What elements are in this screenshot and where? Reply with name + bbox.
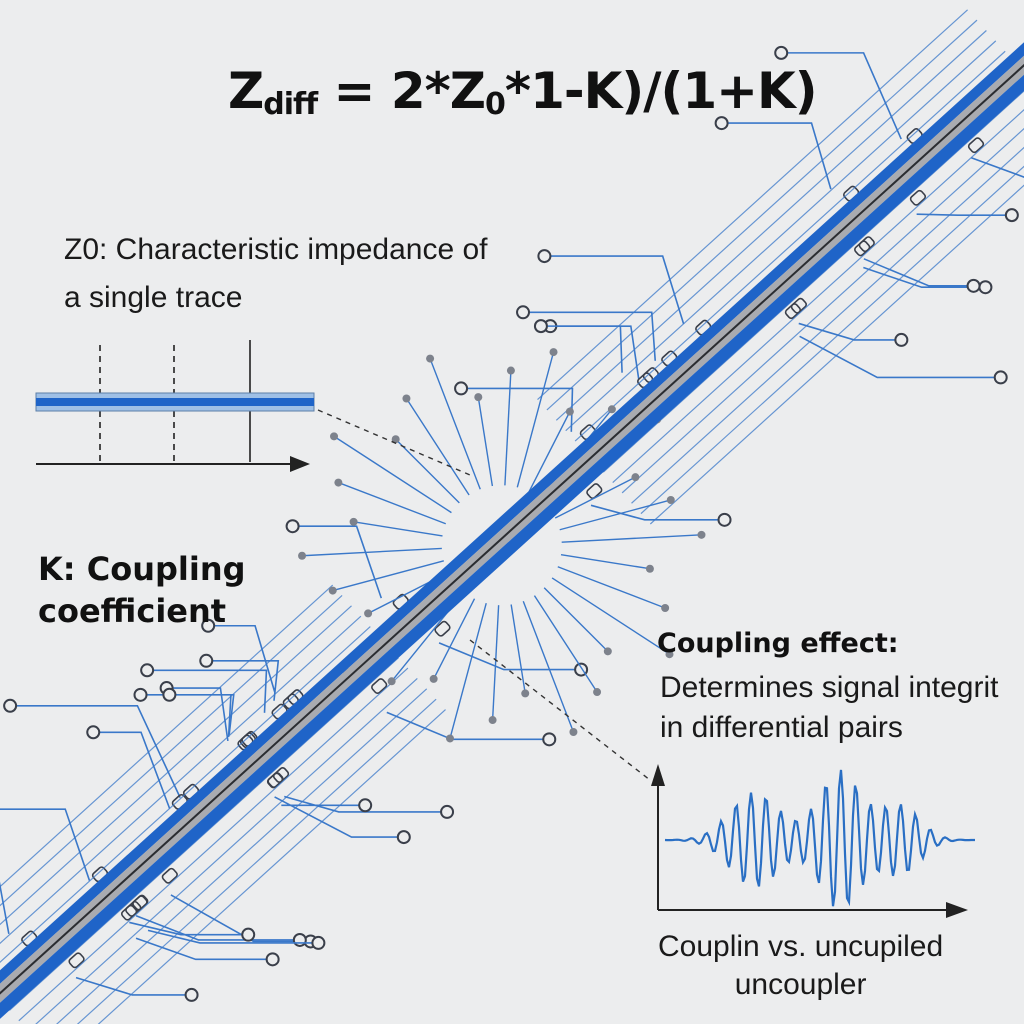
z0-definition-line2: a single trace (64, 281, 243, 314)
diff-impedance-formula: Zdiff = 2*Z0*1-K)/(1+K) (228, 62, 818, 122)
via-icon (1004, 208, 1019, 223)
field-node-icon (569, 727, 578, 736)
comparison-caption: Couplin vs. uncupiled uncoupler (658, 928, 943, 1004)
pad-icon (131, 895, 148, 912)
field-node-icon (387, 677, 396, 686)
field-node-icon (488, 716, 497, 725)
comparison-caption-line2: uncoupler (734, 968, 867, 1001)
field-node-icon (391, 435, 400, 444)
pad-icon (68, 952, 85, 969)
via-icon (966, 278, 981, 293)
x-axis-arrow-icon (946, 902, 968, 918)
field-node-icon (429, 674, 438, 683)
field-node-icon (330, 432, 339, 441)
k-definition-line2: coefficient (38, 592, 227, 630)
pad-icon (161, 867, 178, 884)
z0-definition-line1: Z0: Characteristic impedance of (64, 233, 488, 266)
field-node-icon (328, 586, 337, 595)
field-node-icon (298, 551, 307, 560)
via-icon (241, 927, 256, 942)
via-icon (285, 519, 300, 534)
via-icon (184, 987, 199, 1002)
field-node-icon (521, 689, 530, 698)
via-icon (311, 935, 326, 950)
field-node-icon (364, 609, 373, 618)
via-icon (537, 249, 552, 264)
via-icon (199, 653, 214, 668)
circuit-trace-network (0, 9, 1024, 1024)
via-icon (292, 932, 307, 947)
field-node-icon (349, 517, 358, 526)
via-icon (774, 45, 789, 60)
field-node-icon (665, 650, 674, 659)
field-node-icon (506, 366, 515, 375)
z0-definition: Z0: Characteristic impedance of a single… (64, 226, 488, 322)
via-icon (894, 332, 909, 347)
pad-icon (790, 297, 807, 314)
k-definition-line1: K: Coupling (38, 550, 246, 588)
field-node-icon (661, 603, 670, 612)
pad-icon (267, 772, 284, 788)
via-icon (533, 319, 548, 334)
y-axis-arrow-icon (651, 764, 665, 786)
comparison-caption-line1: Couplin vs. uncupiled (658, 930, 944, 963)
pad-icon (434, 620, 451, 637)
coupling-effect-line2: in differential pairs (660, 711, 903, 744)
pad-icon (909, 189, 927, 206)
coupling-effect-line1: Determines signal integrit (660, 671, 999, 704)
via-icon (201, 618, 216, 633)
via-icon (542, 732, 557, 747)
via-icon (993, 370, 1008, 385)
via-icon (396, 830, 411, 845)
field-node-icon (631, 473, 640, 482)
pad-icon (272, 767, 290, 783)
via-icon (454, 381, 469, 396)
via-icon (440, 804, 455, 819)
via-icon (516, 305, 531, 320)
waveform-line (664, 769, 975, 907)
field-node-icon (607, 405, 616, 414)
via-icon (86, 725, 101, 740)
via-icon (358, 798, 373, 813)
via-icon (978, 280, 993, 295)
signal-waveform-plot (469, 639, 975, 918)
field-node-icon (334, 478, 343, 487)
axis-arrow-icon (290, 456, 310, 472)
pad-icon (371, 678, 388, 695)
field-radial-lines (298, 348, 706, 743)
field-node-icon (697, 530, 706, 539)
field-node-icon (474, 393, 483, 402)
via-icon (714, 116, 729, 131)
field-node-icon (445, 734, 454, 743)
field-node-icon (549, 348, 558, 357)
field-node-icon (645, 564, 654, 573)
field-node-icon (593, 688, 602, 697)
field-node-icon (666, 495, 675, 504)
trace-positive (0, 42, 1024, 984)
via-icon (133, 687, 148, 702)
via-icon (265, 952, 280, 967)
coupling-effect-description: Determines signal integrit in differenti… (660, 668, 998, 748)
pad-icon (967, 137, 985, 154)
via-icon (162, 687, 177, 702)
via-icon (717, 512, 732, 527)
via-icon (140, 663, 155, 678)
trace-negative (0, 74, 1024, 1019)
field-node-icon (603, 647, 612, 656)
pad-icon (784, 303, 802, 320)
differential-pair-trace (0, 42, 1024, 1019)
k-definition: K: Coupling coefficient (38, 548, 246, 632)
coupling-effect-title: Coupling effect: (657, 628, 899, 659)
pad-icon (125, 900, 142, 917)
pad-icon (858, 236, 875, 253)
field-node-icon (565, 407, 574, 416)
field-node-icon (402, 394, 411, 403)
via-icon (3, 698, 18, 713)
single-trace-diagram (35, 340, 471, 476)
pad-icon (586, 483, 603, 500)
field-node-icon (426, 354, 435, 363)
